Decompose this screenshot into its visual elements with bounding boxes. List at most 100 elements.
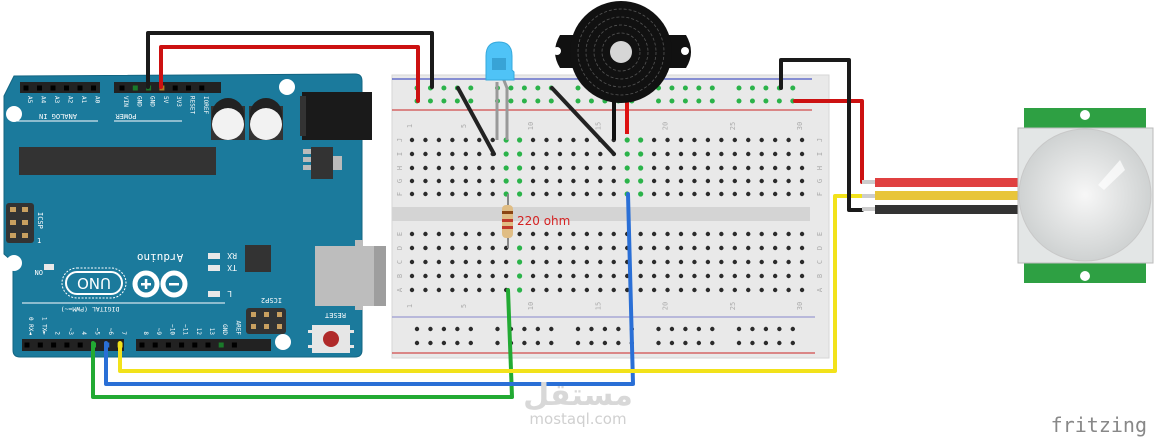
breadboard-hole[interactable]	[786, 287, 791, 293]
breadboard-hole[interactable]	[517, 231, 522, 237]
rail-hole[interactable]	[535, 85, 541, 91]
breadboard-hole[interactable]	[423, 273, 428, 279]
rail-hole[interactable]	[763, 98, 769, 104]
rail-hole[interactable]	[549, 326, 554, 332]
breadboard-hole[interactable]	[517, 178, 523, 184]
breadboard-hole[interactable]	[598, 178, 603, 184]
breadboard-hole[interactable]	[799, 137, 805, 143]
breadboard-hole[interactable]	[719, 178, 724, 184]
breadboard-hole[interactable]	[571, 245, 576, 251]
breadboard-hole[interactable]	[598, 165, 603, 171]
breadboard-hole[interactable]	[705, 245, 711, 251]
breadboard-hole[interactable]	[732, 191, 737, 197]
breadboard-hole[interactable]	[799, 287, 805, 293]
breadboard-hole[interactable]	[584, 165, 590, 171]
breadboard-hole[interactable]	[490, 137, 495, 143]
rail-hole[interactable]	[495, 340, 500, 346]
breadboard-hole[interactable]	[463, 245, 468, 251]
breadboard-hole[interactable]	[584, 137, 590, 143]
rail-hole[interactable]	[616, 326, 621, 332]
breadboard-hole[interactable]	[665, 137, 670, 143]
breadboard-hole[interactable]	[584, 178, 590, 184]
breadboard-hole[interactable]	[759, 287, 764, 293]
header-pin[interactable]	[37, 85, 42, 91]
header-pin[interactable]	[64, 342, 70, 348]
breadboard-hole[interactable]	[598, 245, 603, 251]
breadboard-hole[interactable]	[611, 245, 616, 251]
rail-hole[interactable]	[790, 85, 796, 91]
breadboard-hole[interactable]	[705, 273, 711, 279]
breadboard-hole[interactable]	[436, 231, 442, 237]
breadboard-hole[interactable]	[584, 273, 590, 279]
breadboard-hole[interactable]	[544, 259, 549, 265]
breadboard-hole[interactable]	[638, 151, 644, 157]
breadboard-hole[interactable]	[799, 191, 805, 197]
breadboard-hole[interactable]	[651, 178, 657, 184]
breadboard-hole[interactable]	[678, 151, 684, 157]
breadboard-hole[interactable]	[759, 137, 764, 143]
header-pin[interactable]	[132, 85, 138, 91]
breadboard-hole[interactable]	[477, 273, 482, 279]
breadboard-hole[interactable]	[799, 165, 805, 171]
breadboard-hole[interactable]	[651, 191, 657, 197]
rail-hole[interactable]	[710, 340, 715, 346]
breadboard-hole[interactable]	[611, 259, 616, 265]
breadboard-hole[interactable]	[544, 137, 549, 143]
header-pin[interactable]	[37, 342, 43, 348]
breadboard-hole[interactable]	[786, 259, 791, 265]
breadboard-hole[interactable]	[544, 231, 549, 237]
rail-hole[interactable]	[575, 340, 581, 346]
breadboard-hole[interactable]	[665, 273, 670, 279]
breadboard-hole[interactable]	[450, 151, 455, 157]
breadboard-hole[interactable]	[732, 137, 737, 143]
breadboard-hole[interactable]	[436, 191, 442, 197]
rail-hole[interactable]	[709, 98, 715, 104]
rail-hole[interactable]	[736, 98, 742, 104]
breadboard-hole[interactable]	[423, 259, 428, 265]
breadboard-hole[interactable]	[477, 137, 482, 143]
breadboard-hole[interactable]	[557, 178, 563, 184]
breadboard-hole[interactable]	[557, 273, 563, 279]
rail-hole[interactable]	[709, 85, 715, 91]
breadboard-hole[interactable]	[530, 191, 536, 197]
breadboard-hole[interactable]	[732, 178, 737, 184]
breadboard-hole[interactable]	[705, 137, 711, 143]
breadboard-hole[interactable]	[772, 151, 778, 157]
breadboard-hole[interactable]	[759, 178, 764, 184]
breadboard-hole[interactable]	[571, 273, 576, 279]
breadboard-hole[interactable]	[436, 165, 442, 171]
breadboard-hole[interactable]	[598, 191, 603, 197]
breadboard-hole[interactable]	[530, 151, 536, 157]
rail-hole[interactable]	[495, 326, 500, 332]
breadboard-hole[interactable]	[719, 191, 724, 197]
rail-hole[interactable]	[588, 98, 594, 104]
breadboard-hole[interactable]	[786, 273, 791, 279]
breadboard-hole[interactable]	[705, 191, 711, 197]
breadboard-hole[interactable]	[503, 165, 509, 171]
breadboard-hole[interactable]	[503, 259, 509, 265]
breadboard-hole[interactable]	[638, 259, 643, 265]
header-pin[interactable]	[50, 85, 56, 91]
breadboard-hole[interactable]	[544, 178, 549, 184]
breadboard-hole[interactable]	[409, 151, 415, 157]
breadboard-hole[interactable]	[423, 165, 428, 171]
breadboard-hole[interactable]	[477, 151, 482, 157]
breadboard-hole[interactable]	[772, 137, 778, 143]
rail-hole[interactable]	[763, 326, 769, 332]
breadboard-hole[interactable]	[436, 287, 442, 293]
header-pin[interactable]	[199, 85, 205, 91]
rail-hole[interactable]	[441, 340, 447, 346]
breadboard-hole[interactable]	[692, 165, 697, 171]
breadboard-hole[interactable]	[692, 273, 697, 279]
breadboard-hole[interactable]	[436, 137, 442, 143]
breadboard-hole[interactable]	[463, 137, 468, 143]
breadboard-hole[interactable]	[423, 191, 428, 197]
breadboard-hole[interactable]	[746, 165, 751, 171]
breadboard-hole[interactable]	[651, 259, 657, 265]
header-pin[interactable]	[77, 85, 83, 91]
header-pin[interactable]	[172, 85, 178, 91]
breadboard-hole[interactable]	[490, 165, 495, 171]
breadboard-hole[interactable]	[463, 165, 468, 171]
breadboard-hole[interactable]	[571, 137, 576, 143]
breadboard-hole[interactable]	[450, 137, 455, 143]
